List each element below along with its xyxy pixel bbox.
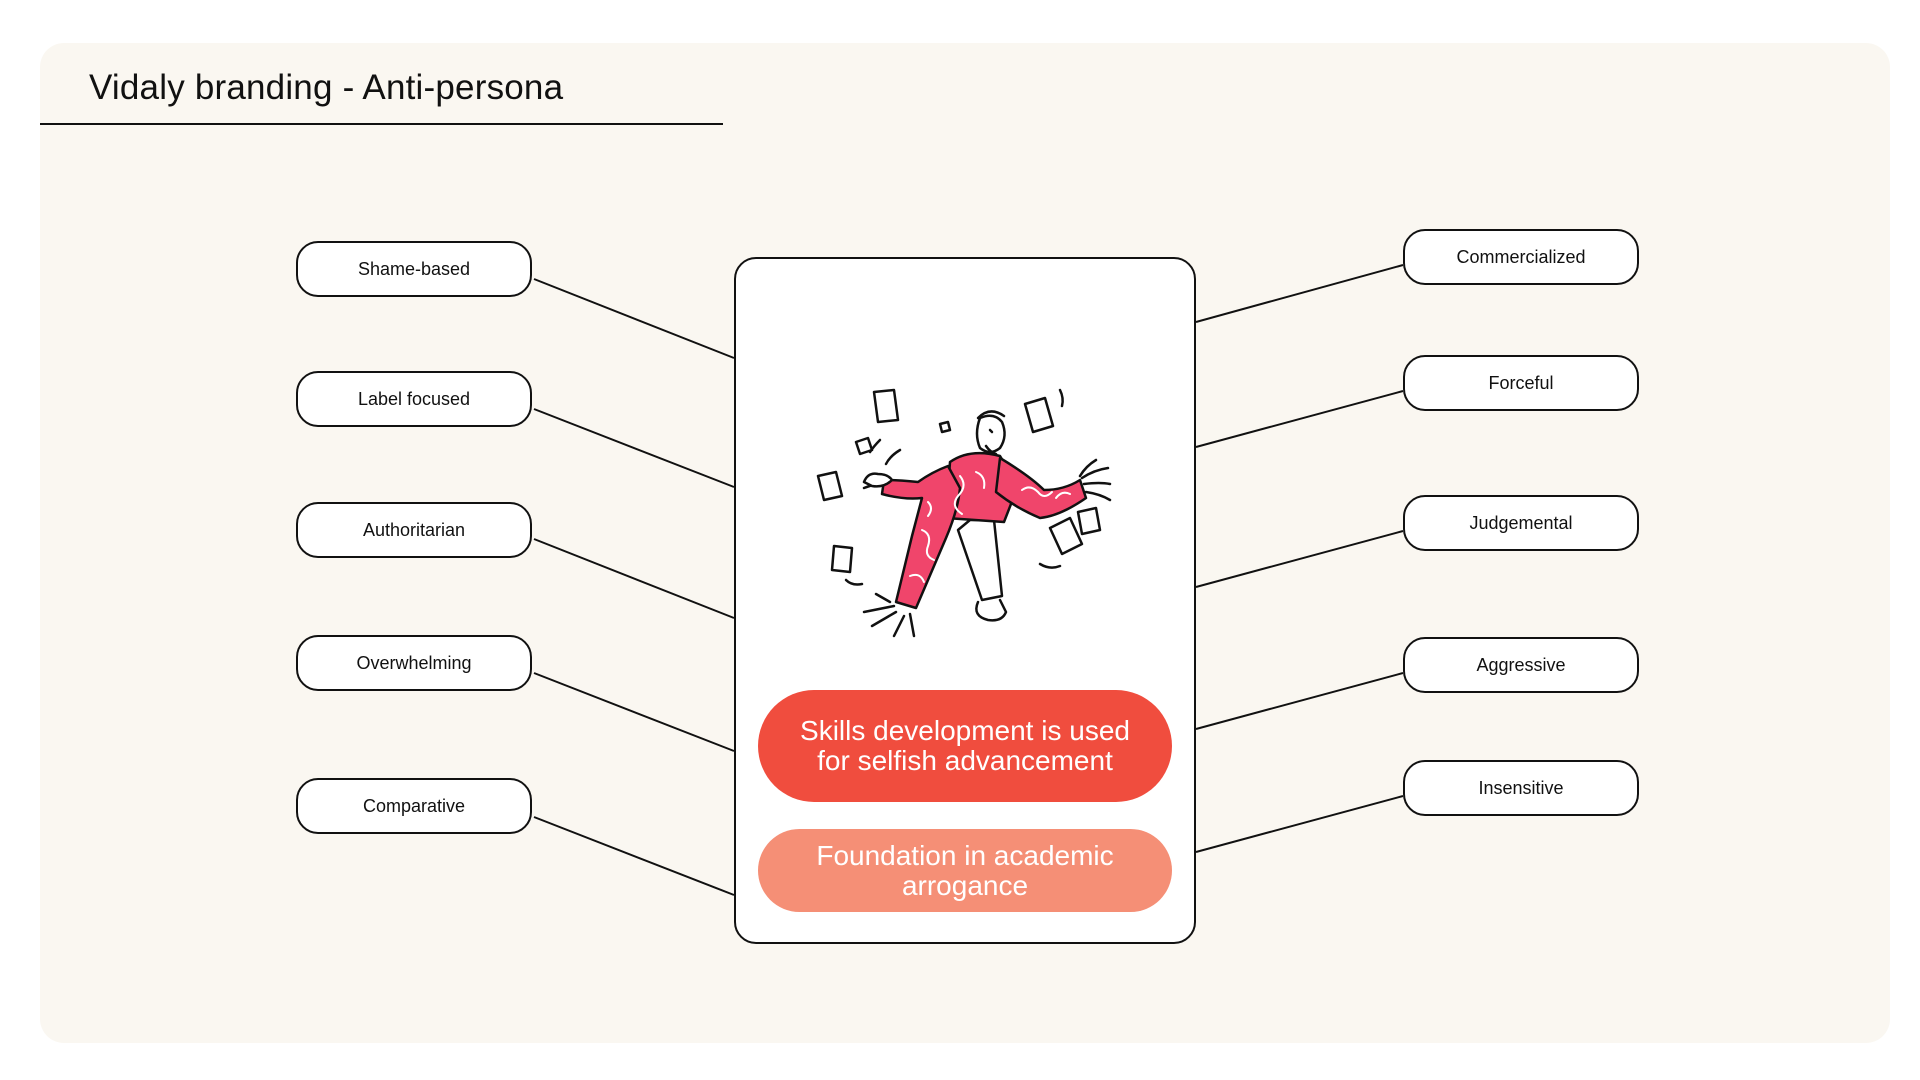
trait-label: Commercialized bbox=[1456, 246, 1586, 267]
trait-authoritarian: Authoritarian bbox=[296, 502, 532, 558]
trait-insensitive: Insensitive bbox=[1403, 760, 1639, 816]
secondary-statement: Foundation in academic arrogance bbox=[758, 829, 1172, 912]
trait-label: Overwhelming bbox=[356, 652, 472, 673]
connector-insensitive bbox=[1195, 795, 1404, 853]
trait-aggressive: Aggressive bbox=[1403, 637, 1639, 693]
trait-forceful: Forceful bbox=[1403, 355, 1639, 411]
connector-comparative bbox=[533, 816, 735, 896]
trait-commercialized: Commercialized bbox=[1403, 229, 1639, 285]
connector-shame-based bbox=[533, 278, 735, 359]
trait-label: Aggressive bbox=[1476, 654, 1566, 675]
trait-judgemental: Judgemental bbox=[1403, 495, 1639, 551]
trait-shame-based: Shame-based bbox=[296, 241, 532, 297]
trait-label-focused: Label focused bbox=[296, 371, 532, 427]
trait-label: Authoritarian bbox=[362, 519, 466, 540]
connector-authoritarian bbox=[533, 538, 735, 619]
title-underline bbox=[40, 123, 723, 125]
trait-label: Judgemental bbox=[1469, 512, 1573, 533]
connector-judgemental bbox=[1195, 530, 1404, 588]
connector-commercialized bbox=[1195, 264, 1404, 323]
trait-label: Insensitive bbox=[1478, 777, 1564, 798]
trait-overwhelming: Overwhelming bbox=[296, 635, 532, 691]
connector-aggressive bbox=[1195, 672, 1404, 730]
trait-label: Shame-based bbox=[357, 258, 471, 279]
trait-label: Forceful bbox=[1488, 372, 1554, 393]
connector-label-focused bbox=[533, 408, 735, 488]
person-juggling-papers-illustration bbox=[816, 388, 1112, 638]
connector-forceful bbox=[1195, 390, 1404, 448]
primary-statement: Skills development is used for selfish a… bbox=[758, 690, 1172, 802]
connector-overwhelming bbox=[533, 672, 735, 752]
page-title: Vidaly branding - Anti-persona bbox=[89, 68, 564, 107]
trait-label: Comparative bbox=[362, 795, 466, 816]
trait-label: Label focused bbox=[357, 388, 471, 409]
trait-comparative: Comparative bbox=[296, 778, 532, 834]
